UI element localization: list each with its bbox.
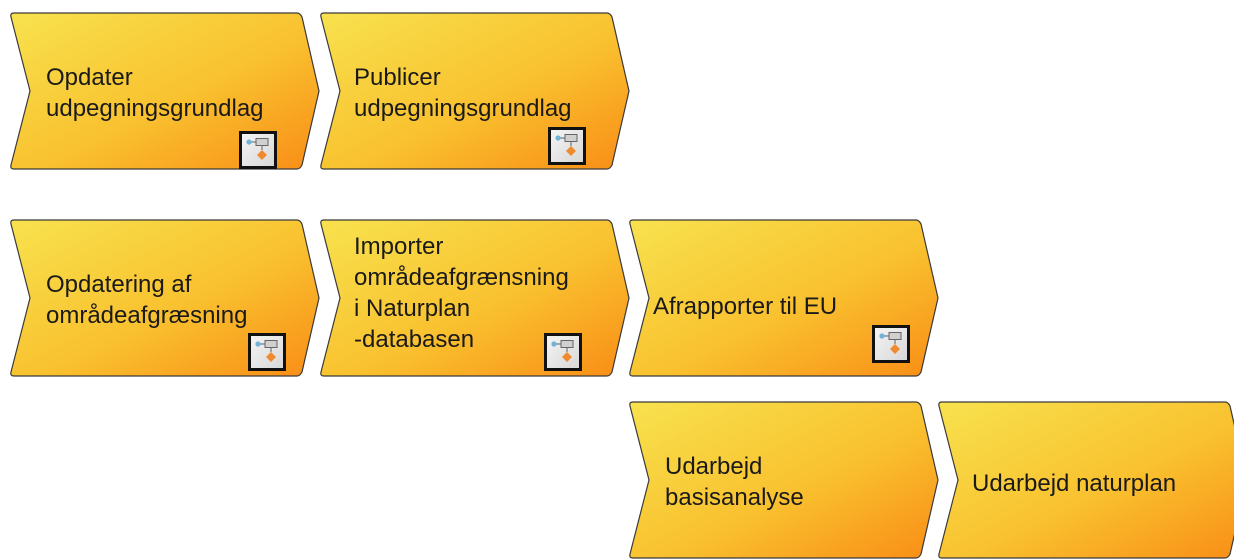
function-opdatering-af-omraadeafgraesning[interactable]: Opdatering af områdeafgræsning bbox=[8, 219, 320, 377]
function-udarbejd-basisanalyse[interactable]: Udarbejd basisanalyse bbox=[627, 401, 939, 559]
chevron-shape bbox=[10, 219, 320, 377]
function-label: Publicer udpegningsgrundlag bbox=[354, 64, 572, 122]
function-label: Opdater udpegningsgrundlag bbox=[46, 64, 264, 122]
function-label: Udarbejd basisanalyse bbox=[665, 453, 804, 511]
function-label: Udarbejd naturplan bbox=[972, 470, 1177, 497]
subprocess-icon[interactable] bbox=[872, 325, 910, 363]
function-opdater-udpegningsgrundlag[interactable]: Opdater udpegningsgrundlag bbox=[8, 12, 320, 170]
subprocess-icon[interactable] bbox=[248, 333, 286, 371]
function-publicer-udpegningsgrundlag[interactable]: Publicer udpegningsgrundlag bbox=[318, 12, 630, 170]
chevron-shape bbox=[10, 12, 320, 170]
function-label: Afrapporter til EU bbox=[653, 293, 838, 320]
subprocess-icon[interactable] bbox=[548, 127, 586, 165]
function-label: Importer områdeafgrænsning i Naturplan -… bbox=[354, 233, 569, 353]
function-udarbejd-naturplan[interactable]: Udarbejd naturplan bbox=[936, 401, 1234, 559]
chevron-shape bbox=[629, 219, 939, 377]
subprocess-icon[interactable] bbox=[544, 333, 582, 371]
subprocess-icon[interactable] bbox=[239, 131, 277, 169]
function-label: Opdatering af områdeafgræsning bbox=[46, 271, 248, 329]
function-afrapporter-til-eu[interactable]: Afrapporter til EU bbox=[627, 219, 939, 377]
function-importer-omraadeafgraensning[interactable]: Importer områdeafgrænsning i Naturplan -… bbox=[318, 219, 630, 377]
